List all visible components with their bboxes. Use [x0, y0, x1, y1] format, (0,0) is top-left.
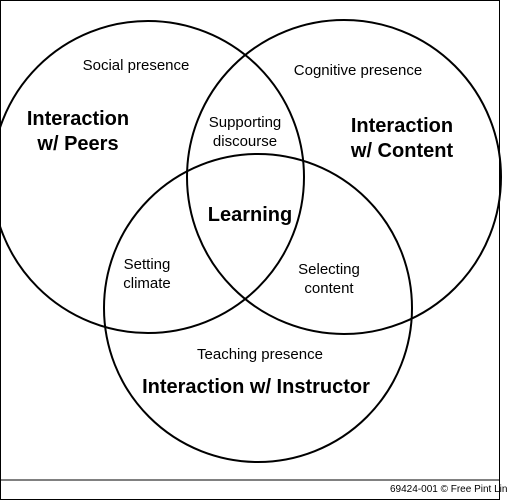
- circle-peers: [0, 20, 305, 334]
- cognitive-presence-label: Cognitive presence: [293, 62, 423, 79]
- interaction-peers-title: Interaction w/ Peers: [26, 108, 130, 155]
- setting-climate-label: Setting climate: [123, 256, 171, 292]
- circle-content: [186, 19, 502, 335]
- learning-label: Learning: [207, 204, 293, 226]
- credit-line: 69424-001 © Free Pint Lin: [390, 484, 507, 495]
- social-presence-label: Social presence: [82, 57, 190, 74]
- selecting-content-label: Selecting content: [298, 261, 360, 297]
- circle-instructor: [103, 153, 413, 463]
- supporting-discourse-label: Supporting discourse: [208, 114, 282, 150]
- interaction-content-title: Interaction w/ Content: [350, 115, 454, 162]
- teaching-presence-label: Teaching presence: [197, 346, 323, 363]
- interaction-instructor-title: Interaction w/ Instructor: [142, 376, 370, 398]
